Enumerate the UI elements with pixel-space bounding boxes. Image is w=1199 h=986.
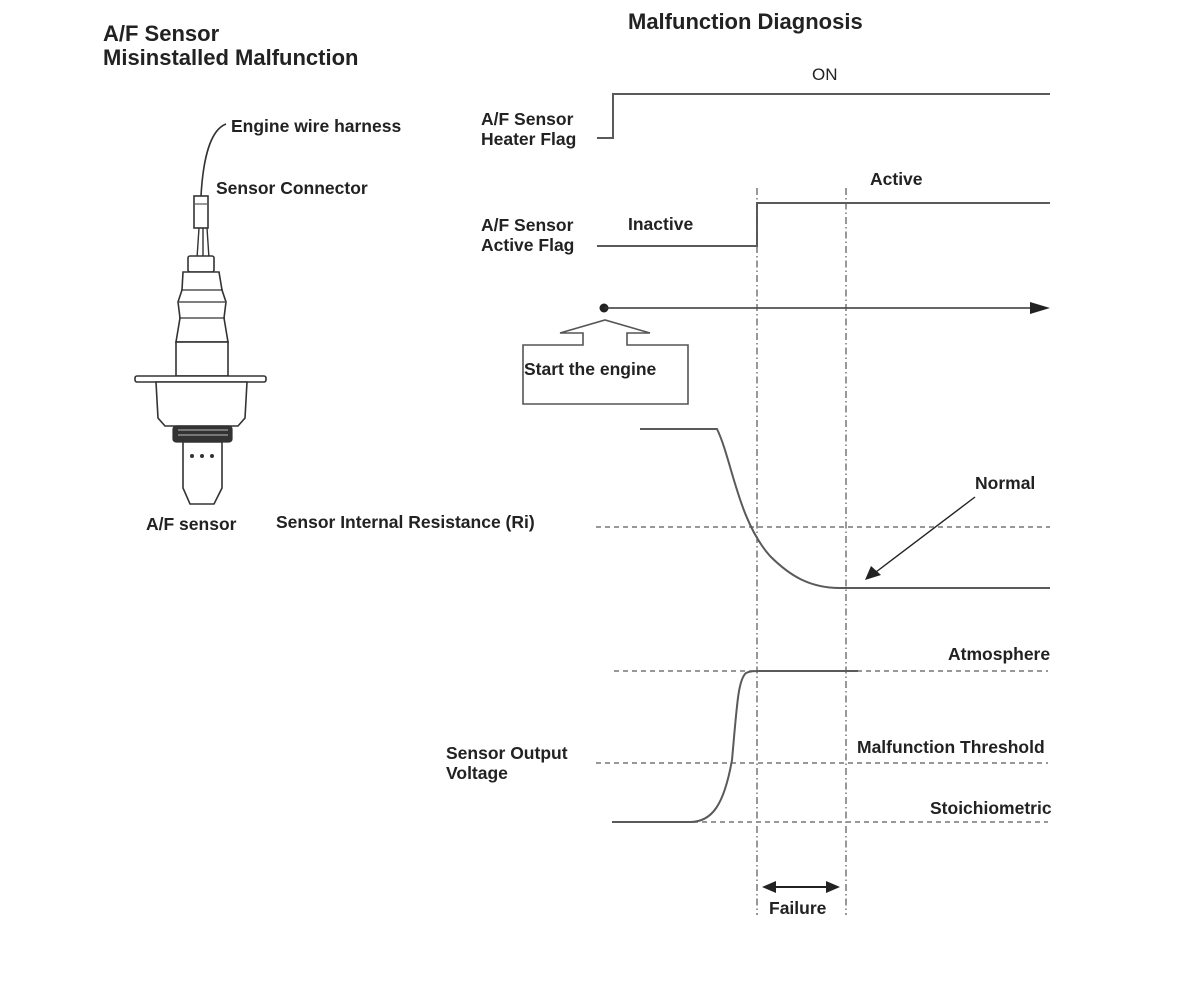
resistance-label: Sensor Internal Resistance (Ri) [276, 512, 535, 532]
sensor-body [175, 341, 229, 377]
active-label: Active [870, 169, 923, 189]
af-sensor-illustration [134, 123, 267, 505]
start-engine-callout [522, 319, 689, 405]
normal-pointer-line [875, 496, 976, 573]
voltage-label-line2: Voltage [446, 763, 508, 783]
sensor-probe [182, 441, 223, 505]
time-axis [599, 302, 1050, 314]
threshold-label: Malfunction Threshold [857, 737, 1045, 757]
heater-flag-label-line1: A/F Sensor [481, 109, 574, 129]
sensor-hex [155, 381, 248, 427]
harness-wire [200, 123, 227, 197]
stoichiometric-label: Stoichiometric [930, 798, 1052, 818]
right-title: Malfunction Diagnosis [628, 9, 863, 34]
harness-label: Engine wire harness [231, 116, 401, 136]
active-flag-label-line2: Active Flag [481, 235, 574, 255]
normal-pointer-head [865, 566, 881, 580]
heater-flag-waveform [597, 93, 1050, 139]
time-arrow-head [1030, 302, 1050, 314]
sensor-thread [172, 425, 233, 443]
heater-on-label: ON [812, 65, 838, 84]
active-flag-label-line1: A/F Sensor [481, 215, 574, 235]
failure-interval-arrow [762, 881, 840, 893]
voltage-label-line1: Sensor Output [446, 743, 568, 763]
resistance-curve [640, 428, 1050, 589]
voltage-curve [612, 670, 858, 823]
start-engine-label: Start the engine [524, 359, 657, 379]
sensor-connector [193, 195, 209, 229]
normal-label: Normal [975, 473, 1035, 493]
active-flag-waveform [597, 202, 1050, 247]
atmosphere-label: Atmosphere [948, 644, 1050, 664]
left-title-line2: Misinstalled Malfunction [103, 45, 358, 70]
inactive-label: Inactive [628, 214, 693, 234]
left-title-line1: A/F Sensor [103, 21, 220, 46]
sensor-label: A/F sensor [146, 514, 237, 534]
failure-label: Failure [769, 898, 827, 918]
connector-label: Sensor Connector [216, 178, 368, 198]
sensor-flange [134, 375, 267, 383]
rubber-boot [175, 271, 229, 343]
heater-flag-label-line2: Heater Flag [481, 129, 576, 149]
